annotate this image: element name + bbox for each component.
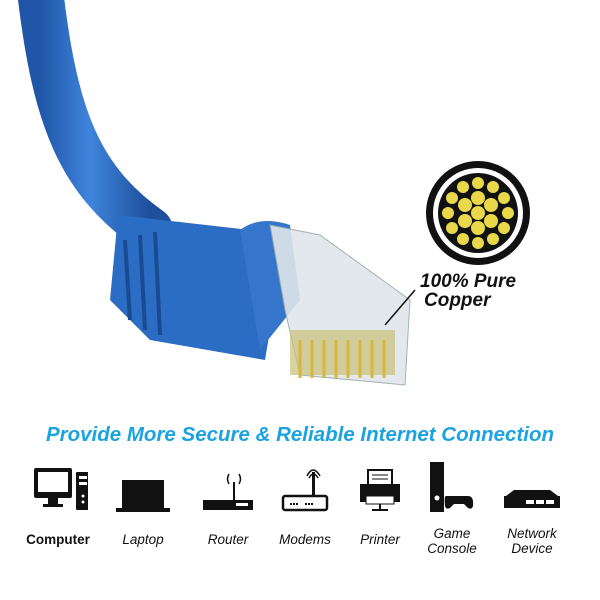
device-label: Modems xyxy=(279,532,331,547)
device-label: Computer xyxy=(26,532,90,547)
cable-boot xyxy=(110,215,275,360)
network-device-icon xyxy=(504,490,560,508)
copper-callout: 100% Pure Copper xyxy=(420,272,516,310)
device-label: Laptop xyxy=(122,532,164,547)
device-label-line: Device xyxy=(511,541,553,556)
device-router: Router xyxy=(183,462,273,547)
device-printer: Printer xyxy=(335,462,425,547)
cable xyxy=(18,0,173,253)
computer-icon xyxy=(34,468,88,510)
printer-icon xyxy=(360,469,400,511)
device-label-line: Network xyxy=(507,526,557,541)
game-console-icon xyxy=(430,462,474,512)
router-icon xyxy=(203,473,253,510)
callout-line-1: 100% Pure xyxy=(420,271,517,292)
device-computer: Computer xyxy=(13,462,103,547)
modem-icon xyxy=(281,469,329,512)
device-label: Router xyxy=(207,532,249,547)
ethernet-cable-illustration xyxy=(18,0,530,386)
device-label-line: Game xyxy=(433,526,471,541)
device-laptop: Laptop xyxy=(98,462,188,547)
device-label: Printer xyxy=(360,532,400,547)
headline: Provide More Secure & Reliable Internet … xyxy=(45,423,555,446)
device-modem: Modems xyxy=(260,462,350,547)
laptop-icon xyxy=(116,480,170,512)
copper-strands-icon xyxy=(426,161,530,265)
callout-line-2: Copper xyxy=(424,290,491,311)
device-label-line: Console xyxy=(427,541,477,556)
